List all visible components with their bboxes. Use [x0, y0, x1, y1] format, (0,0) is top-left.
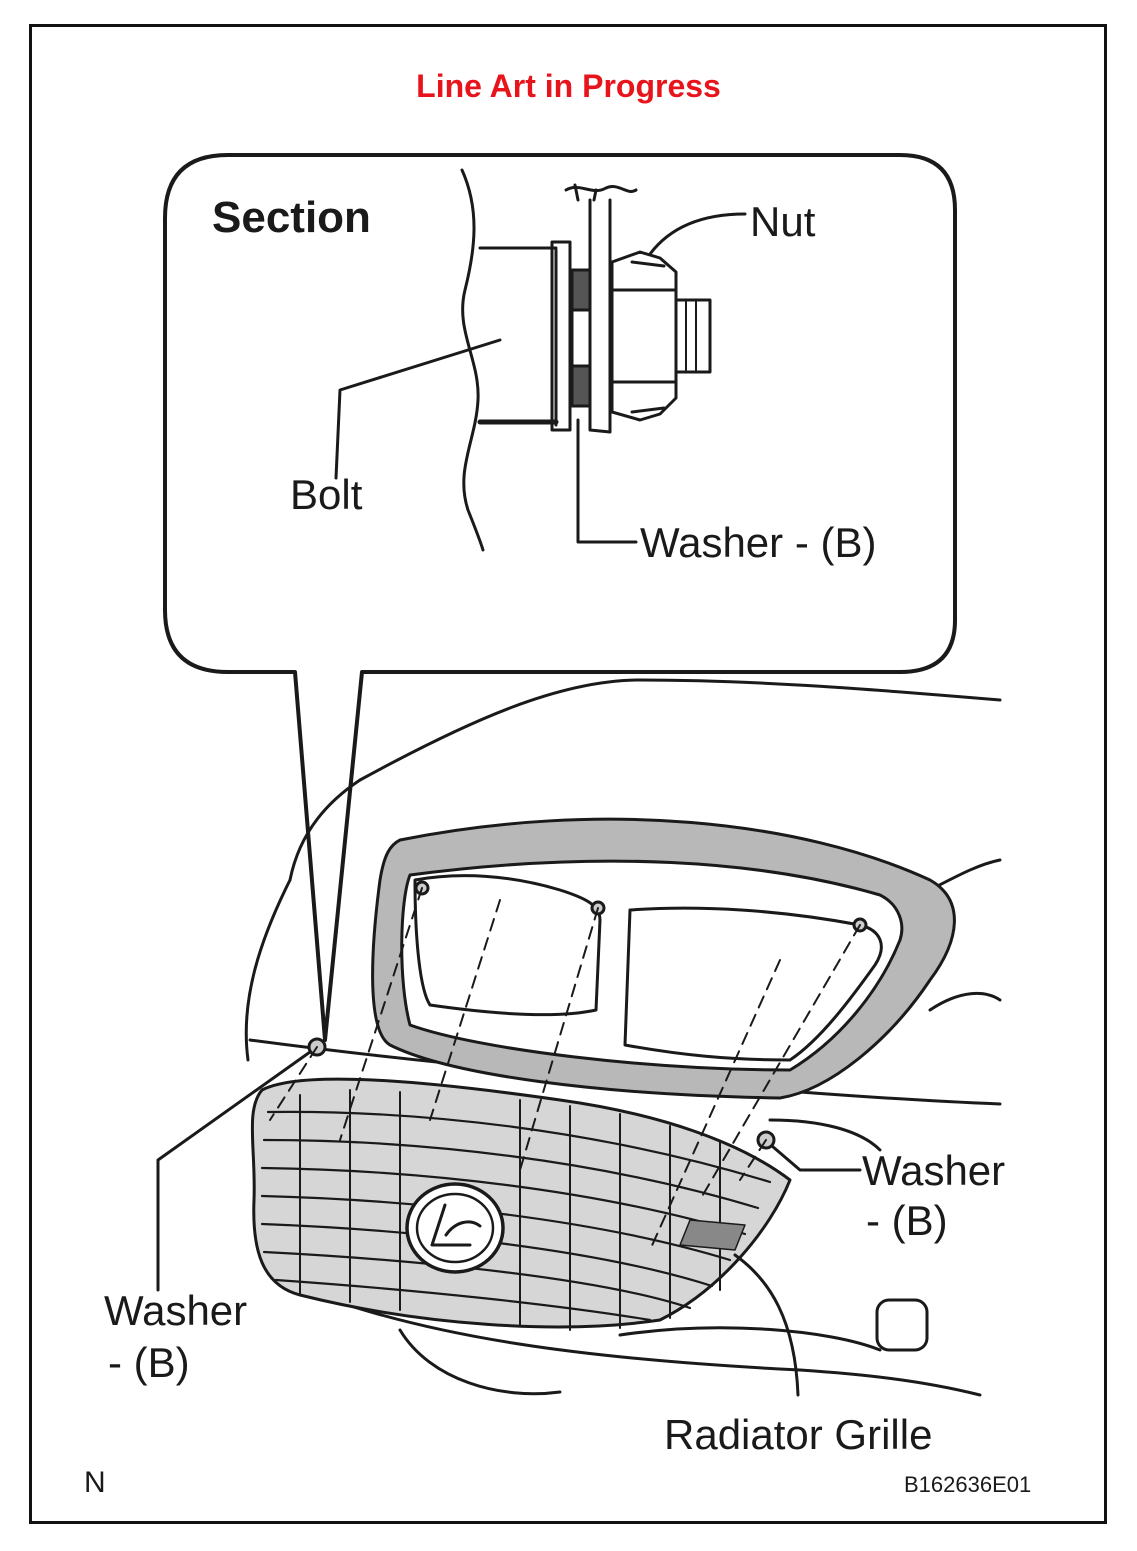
label-bolt: Bolt — [290, 471, 363, 518]
washer-b-bottom — [570, 364, 592, 408]
section-callout-bubble — [163, 153, 957, 1042]
label-washer-right: Washer — [862, 1147, 1006, 1194]
label-nut: Nut — [750, 198, 816, 245]
grille-surround-trim — [371, 817, 956, 1100]
panel-break-line-right — [564, 185, 638, 193]
grille-emblem — [405, 1182, 505, 1274]
washer-b-top — [570, 268, 592, 312]
washer-section-leader-line — [576, 418, 638, 544]
bumper-lower-line — [278, 1278, 982, 1397]
headlamp-curve — [928, 991, 1002, 1012]
bolt-shank — [570, 308, 592, 368]
grille-dark-insert — [679, 1219, 746, 1251]
nut-body — [610, 250, 678, 422]
label-washer-right-suffix: - (B) — [866, 1197, 948, 1244]
mounting-plate — [588, 198, 612, 434]
corner-letter: N — [84, 1466, 106, 1499]
grille-posts — [299, 1089, 721, 1331]
bolt-leader-line — [334, 338, 502, 480]
hood-upper-line — [358, 678, 1002, 782]
bolt-thread — [674, 298, 712, 374]
label-washer-left-suffix: - (B) — [108, 1339, 190, 1386]
label-washer-section: Washer - (B) — [640, 519, 877, 566]
nut-leader-line — [648, 212, 747, 256]
grille-slats — [260, 1110, 772, 1322]
label-washer-left: Washer — [104, 1287, 248, 1334]
bolt-flange — [550, 240, 572, 432]
surround-opening-right — [623, 906, 883, 1062]
figure-code: B162636E01 — [904, 1472, 1032, 1497]
surround-opening-left — [413, 874, 602, 1017]
fog-lamp-recess — [618, 1326, 882, 1352]
label-radiator-grille: Radiator Grille — [664, 1411, 933, 1458]
washer-left-leader-line — [156, 1050, 312, 1292]
alignment-dashed-lines — [269, 887, 861, 1251]
hood-side-line — [288, 778, 362, 882]
radiator-grille-leader-line — [733, 1253, 800, 1397]
tow-hook-cover — [875, 1298, 929, 1352]
section-title: Section — [212, 193, 371, 242]
washer-right-leader-line — [770, 1144, 862, 1172]
body-curve-left — [244, 878, 292, 1062]
chin-curve — [398, 1328, 562, 1396]
banner-title: Line Art in Progress — [416, 68, 721, 104]
panel-break-line-left — [460, 168, 485, 552]
